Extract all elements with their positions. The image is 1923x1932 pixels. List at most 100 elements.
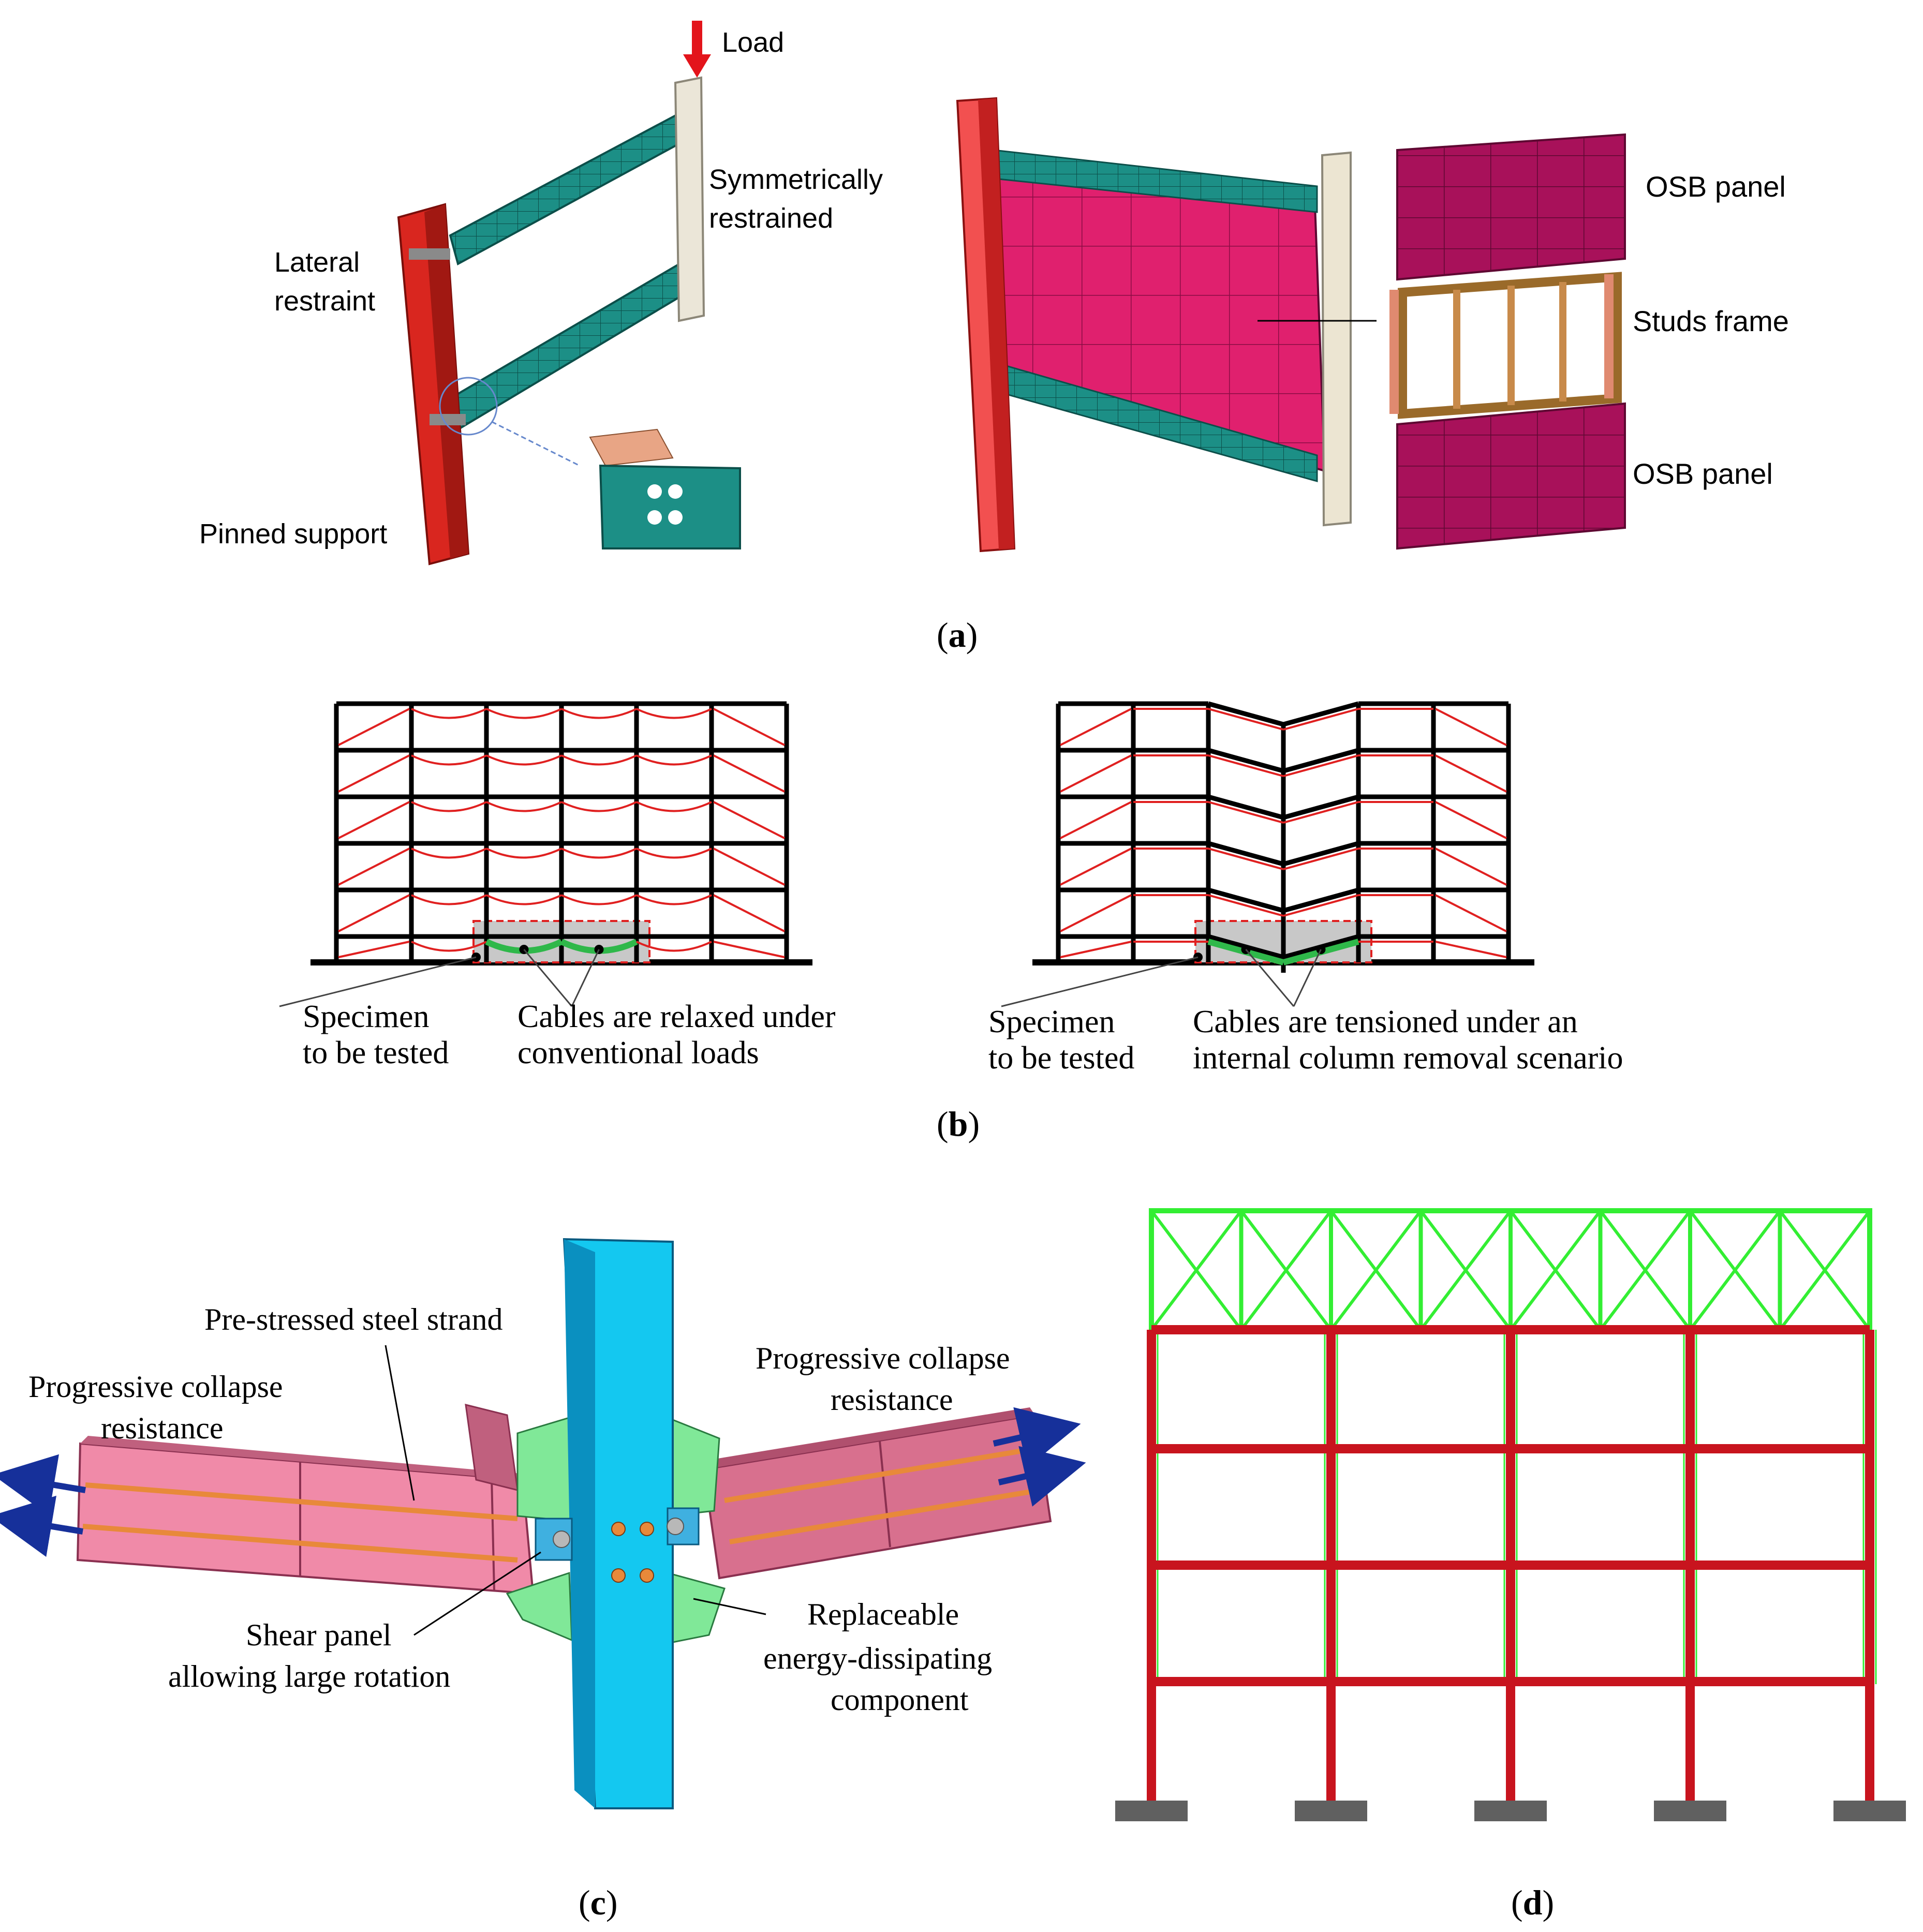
cable-brace xyxy=(1435,754,1507,793)
cable-sag xyxy=(561,801,637,812)
label-pinned-support: Pinned support xyxy=(199,518,387,549)
cable-sag xyxy=(636,848,712,859)
left-pink-beam xyxy=(76,1442,535,1595)
floor-beam xyxy=(1282,887,1359,913)
label-b-left-cables-2: conventional loads xyxy=(517,1035,759,1071)
label-shear-panel-1: Shear panel xyxy=(246,1618,392,1652)
leader-shear-panel xyxy=(413,1551,541,1636)
truss-diagonal xyxy=(1329,1210,1422,1331)
panel-b-right-frame xyxy=(1001,701,1534,1007)
upper-teal-beam xyxy=(449,107,698,265)
leader-cable xyxy=(1293,949,1322,1007)
cable-sag xyxy=(1283,708,1359,731)
right-strand-bottom xyxy=(729,1488,1041,1544)
cable-sag xyxy=(1208,754,1284,777)
label-pc-right-2: resistance xyxy=(831,1383,953,1417)
bolt xyxy=(640,1568,654,1583)
detail-bolt-hole xyxy=(647,484,662,499)
cable-brace xyxy=(713,708,785,746)
label-osb-top: OSB panel xyxy=(1646,170,1786,203)
cable-sag xyxy=(1283,754,1359,777)
pinned-connection-plate xyxy=(430,414,466,425)
truss-diagonal xyxy=(1509,1210,1602,1331)
footing xyxy=(1833,1801,1906,1821)
leader-specimen xyxy=(279,956,477,1007)
right-beam-top-flange xyxy=(699,1407,1035,1469)
leader-specimen xyxy=(1001,956,1199,1007)
bolt xyxy=(611,1522,626,1536)
panel-a-right: OSB panel Studs frame OSB panel xyxy=(956,97,1789,553)
label-osb-bottom: OSB panel xyxy=(1633,457,1773,490)
panel-b-left-frame xyxy=(279,701,812,1007)
cable-brace xyxy=(1060,894,1132,932)
osb-panel-bottom xyxy=(1396,402,1626,550)
cable-sag xyxy=(1283,848,1359,870)
caption-c: (c) xyxy=(579,1883,618,1922)
cable-sag xyxy=(411,941,487,952)
truss-diagonal xyxy=(1599,1210,1692,1331)
floor-beam xyxy=(1207,794,1284,820)
left-strand-bottom xyxy=(82,1524,518,1563)
floor-beam xyxy=(1207,748,1284,774)
cable-brace xyxy=(1435,894,1507,932)
leader-replaceable xyxy=(693,1598,766,1615)
leader-cable xyxy=(571,949,600,1007)
cable-sag xyxy=(636,941,712,952)
cable-brace xyxy=(713,754,785,793)
label-b-left-cables-1: Cables are relaxed under xyxy=(517,999,836,1034)
cable-sag xyxy=(636,708,712,719)
label-restraint: restraint xyxy=(274,286,375,317)
cable-sag xyxy=(486,754,562,766)
panel-c-joint: Pre-stressed steel strand Progressive co… xyxy=(0,1238,1086,1809)
cable-sag xyxy=(561,848,637,859)
panel-a-left: Load Symmetrically restrained Lateral re… xyxy=(199,21,883,566)
left-strand-top xyxy=(85,1482,518,1521)
leader-cable xyxy=(1245,949,1295,1007)
cable-brace xyxy=(1435,941,1507,958)
footing xyxy=(1474,1801,1547,1821)
footing xyxy=(1654,1801,1726,1821)
detail-plate xyxy=(589,428,674,467)
bolt xyxy=(611,1568,626,1583)
detail-bolt-hole xyxy=(647,510,662,525)
floor-beam xyxy=(1282,748,1359,774)
label-b-left-specimen: Specimen xyxy=(303,999,430,1034)
cable-brace xyxy=(1060,754,1132,793)
cyan-column-side xyxy=(564,1239,595,1808)
label-replaceable-2: energy-dissipating xyxy=(763,1641,992,1675)
label-b-right-cables-1: Cables are tensioned under an xyxy=(1193,1004,1578,1039)
label-prestressed-strand: Pre-stressed steel strand xyxy=(204,1302,503,1336)
cable-sag xyxy=(486,848,562,859)
label-symmetrically: Symmetrically xyxy=(709,164,883,195)
cable-sag xyxy=(561,708,637,719)
arrow-left-bottom xyxy=(0,1495,83,1557)
label-pc-left-2: resistance xyxy=(101,1411,224,1445)
lower-teal-beam xyxy=(449,257,698,432)
pale-steel-column xyxy=(674,76,705,322)
bolt xyxy=(667,1518,684,1535)
label-restrained: restrained xyxy=(709,203,833,234)
cable-sag xyxy=(411,894,487,905)
cable-brace xyxy=(713,894,785,932)
floor-beam xyxy=(1282,794,1359,820)
cable-brace xyxy=(713,801,785,839)
label-load: Load xyxy=(722,27,784,58)
cable-brace xyxy=(338,894,410,932)
energy-component-upper-right xyxy=(667,1416,720,1517)
cable-brace xyxy=(1060,941,1132,958)
cable-sag xyxy=(636,894,712,905)
cable-sag xyxy=(411,708,487,719)
cable-brace xyxy=(338,708,410,746)
right-beam-stiffener xyxy=(879,1440,891,1548)
detail-channel-section xyxy=(599,464,741,549)
floor-beam xyxy=(1282,841,1359,867)
cable-brace xyxy=(1435,848,1507,886)
truss-diagonal xyxy=(1240,1210,1333,1331)
cable-sag xyxy=(1208,708,1284,731)
footing xyxy=(1295,1801,1367,1821)
studs-frame xyxy=(1389,272,1622,419)
footing xyxy=(1115,1801,1188,1821)
left-beam-stiffener xyxy=(491,1477,495,1592)
cable-sag xyxy=(486,894,562,905)
load-arrow-head xyxy=(683,54,711,78)
